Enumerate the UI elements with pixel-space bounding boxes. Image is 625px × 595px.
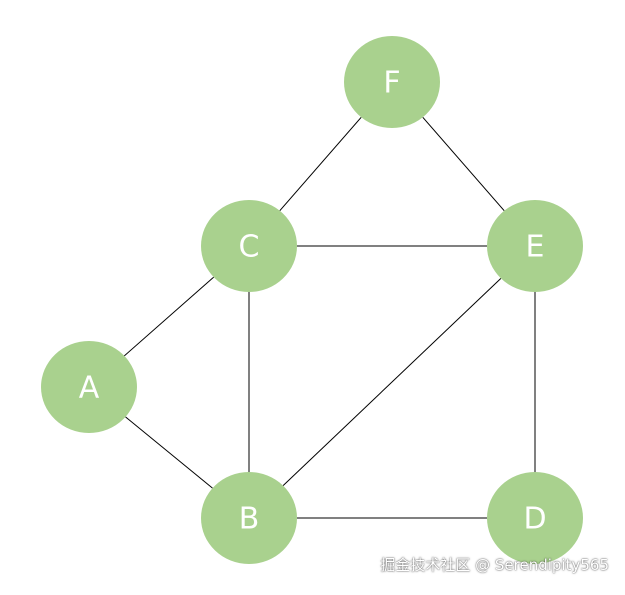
node-f: F xyxy=(344,36,440,128)
node-label-c: C xyxy=(239,230,260,265)
node-label-b: B xyxy=(239,502,260,537)
nodes-layer: A B C D E F xyxy=(41,36,583,564)
edges-layer xyxy=(123,116,536,519)
edge-f-c xyxy=(279,116,362,212)
node-circle-e xyxy=(487,200,583,292)
watermark-text: 掘金技术社区 @ Serendipity565 xyxy=(380,556,609,574)
edge-a-b xyxy=(125,416,213,489)
node-label-d: D xyxy=(523,502,546,537)
node-b: B xyxy=(201,472,297,564)
node-label-f: F xyxy=(383,66,400,101)
node-circle-a xyxy=(41,341,137,433)
node-d: D xyxy=(487,472,583,564)
node-e: E xyxy=(487,200,583,292)
node-label-a: A xyxy=(79,371,100,406)
node-label-e: E xyxy=(526,230,545,265)
edge-c-a xyxy=(123,276,215,357)
node-circle-d xyxy=(487,472,583,564)
node-circle-b xyxy=(201,472,297,564)
node-a: A xyxy=(41,341,137,433)
node-circle-c xyxy=(201,200,297,292)
edge-b-e xyxy=(282,278,502,486)
node-c: C xyxy=(201,200,297,292)
edge-f-e xyxy=(422,116,505,212)
node-circle-f xyxy=(344,36,440,128)
